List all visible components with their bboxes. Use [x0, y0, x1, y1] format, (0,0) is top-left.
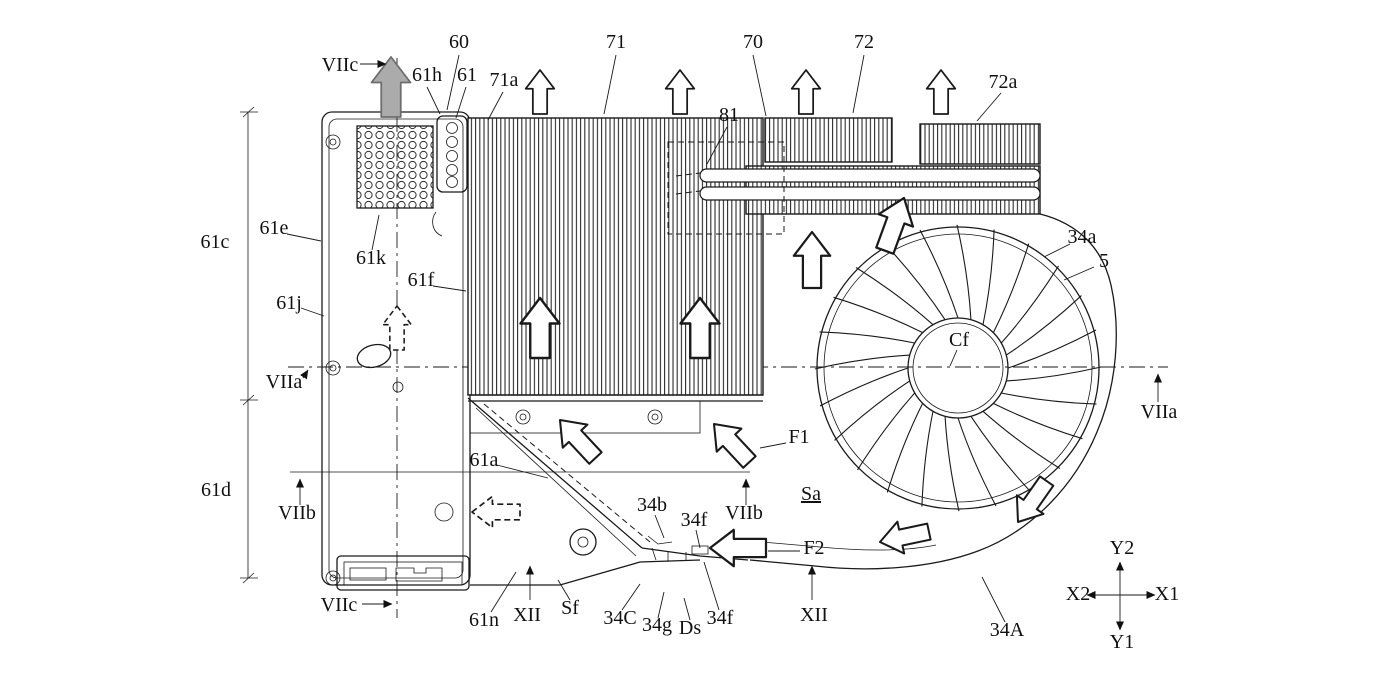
axes-indicator [1086, 561, 1156, 631]
label-viia-right: VIIa [1141, 401, 1178, 423]
label-61d: 61d [201, 479, 231, 501]
label-x1: X1 [1155, 583, 1179, 605]
label-y1: Y1 [1110, 631, 1134, 653]
leader-lines [286, 54, 1163, 623]
labels: 60 VIIc 61h 61 71a 71 70 72 72a 81 61c 6… [201, 31, 1180, 653]
label-f1: F1 [788, 426, 809, 448]
heatsink-fins [467, 117, 764, 396]
label-72: 72 [854, 31, 874, 53]
viic-section-arrow [370, 56, 412, 118]
label-5: 5 [1099, 250, 1109, 272]
label-61k: 61k [356, 247, 386, 269]
label-72a: 72a [989, 71, 1018, 93]
heatpipe-hidden-outline [667, 141, 785, 235]
label-viib-right: VIIb [725, 502, 763, 524]
label-71: 71 [606, 31, 626, 53]
label-viia-left: VIIa [266, 371, 303, 393]
hidden-flow-arrow [471, 495, 521, 529]
label-61e: 61e [260, 217, 289, 239]
exhaust-arrow [790, 69, 822, 115]
fan-assembly [749, 213, 1117, 570]
label-sa: Sa [801, 483, 821, 505]
chassis [321, 111, 471, 591]
label-viic-bottom: VIIc [321, 594, 358, 616]
flow-arrow-diag [546, 407, 609, 471]
latch-parts [647, 535, 709, 562]
label-34g: 34g [642, 614, 672, 636]
exhaust-arrow [925, 69, 957, 115]
flow-arrow-up [792, 230, 832, 290]
fan-housing [749, 213, 1117, 570]
duct [467, 397, 749, 586]
connector-block [432, 115, 468, 237]
vent-grille [356, 125, 434, 209]
label-34f-bottom: 34f [707, 607, 734, 629]
hidden-flow-arrow [381, 305, 413, 351]
label-61n: 61n [469, 609, 499, 631]
label-61h: 61h [412, 64, 442, 86]
label-viib-left: VIIb [278, 502, 316, 524]
fan-outlet-inner [749, 540, 937, 551]
label-cf: Cf [949, 329, 969, 351]
label-xii-right: XII [800, 604, 828, 626]
heatpipes [667, 141, 1041, 235]
label-y2: Y2 [1110, 537, 1134, 559]
label-61c: 61c [201, 231, 230, 253]
chassis-screws [325, 134, 341, 586]
fan-hub [907, 317, 1009, 419]
label-34c: 34C [603, 607, 636, 629]
fan-blades [814, 224, 1102, 512]
bottom-port [336, 555, 470, 591]
case-details [356, 343, 454, 522]
label-viic-top: VIIc [322, 54, 359, 76]
label-sf: Sf [561, 597, 579, 619]
flow-arrow-diag [700, 411, 763, 475]
label-61a: 61a [470, 449, 499, 471]
label-ds: Ds [679, 617, 701, 639]
label-60: 60 [449, 31, 469, 53]
label-34a: 34a [1068, 226, 1097, 248]
label-34b: 34b [637, 494, 667, 516]
fan-flow-arrow [875, 514, 934, 559]
label-f2: F2 [803, 537, 824, 559]
heatsink [467, 117, 764, 434]
label-71a: 71a [490, 69, 519, 91]
label-34A: 34A [990, 619, 1025, 641]
label-70: 70 [743, 31, 763, 53]
fan-rotor [814, 224, 1102, 512]
label-81: 81 [719, 104, 739, 126]
label-xii-left: XII [513, 604, 541, 626]
dimension-bracket [240, 106, 258, 584]
label-61f: 61f [408, 269, 435, 291]
hook-detail [432, 211, 443, 237]
label-61: 61 [457, 64, 477, 86]
exhaust-arrow [664, 69, 696, 115]
label-61j: 61j [276, 292, 302, 314]
label-x2: X2 [1066, 583, 1090, 605]
label-34f-mid: 34f [681, 509, 708, 531]
exhaust-arrow [524, 69, 556, 115]
